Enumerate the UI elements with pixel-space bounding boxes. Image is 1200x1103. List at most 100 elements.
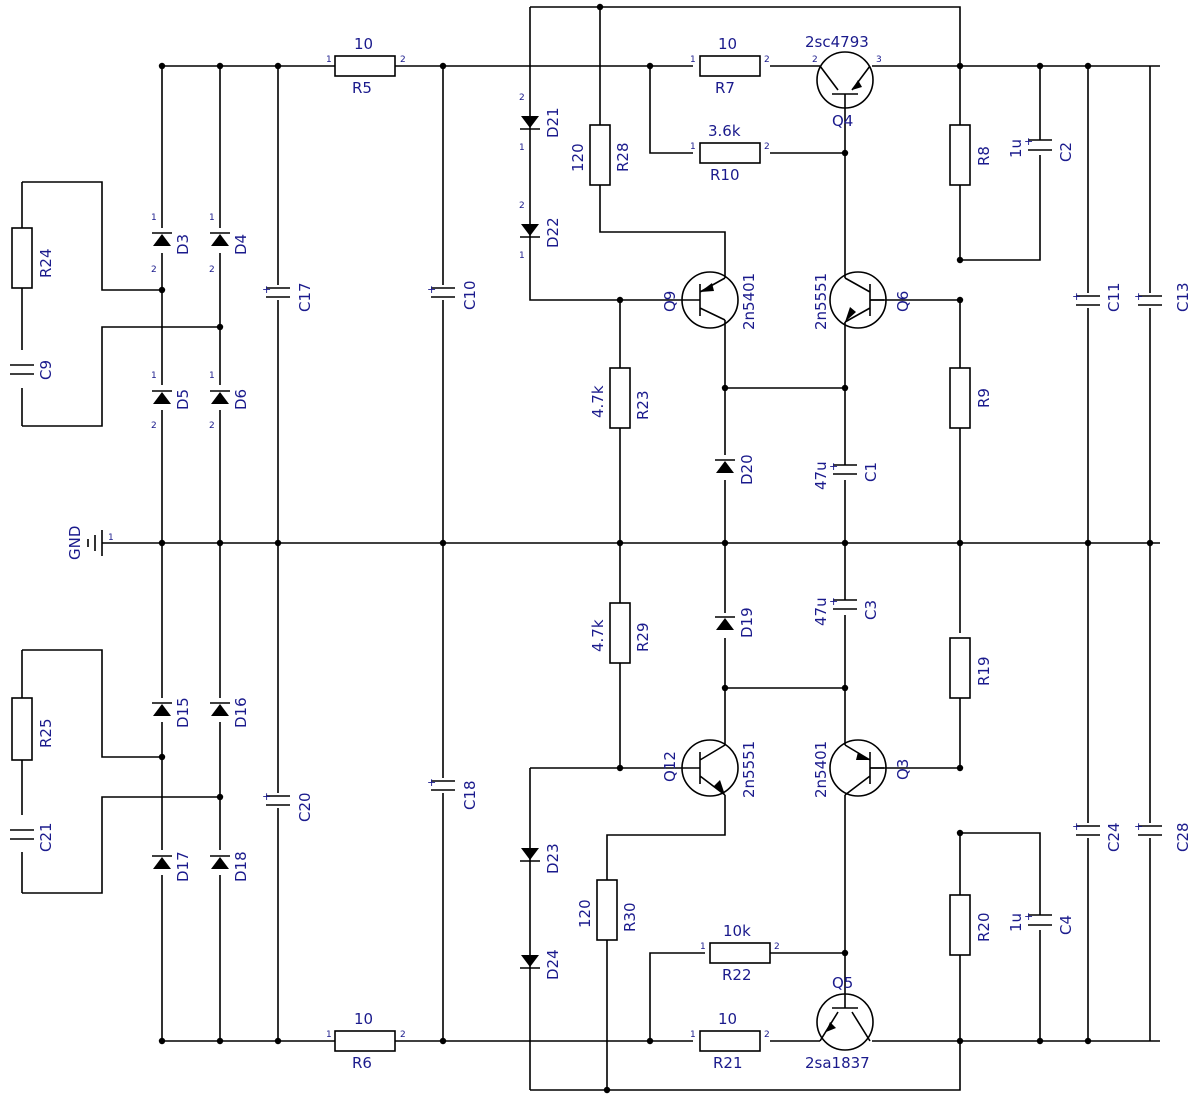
diode-ref: D18 — [232, 851, 250, 882]
diode-ref: D6 — [232, 389, 250, 410]
resistor-value: 4.7k — [589, 385, 607, 418]
capacitor-value: 47u — [812, 461, 830, 490]
pin-label: 1 — [700, 942, 706, 952]
resistor-R21: 10 R21 1 2 — [690, 1010, 770, 1072]
transistor-ref: Q12 — [661, 751, 679, 782]
pin-label: 2 — [209, 265, 215, 275]
resistor-R29: 4.7k R29 — [589, 602, 652, 664]
diode-D24: D24 — [520, 949, 562, 980]
pin-label: 2 — [774, 942, 780, 952]
polarity-mark: + — [1072, 290, 1081, 303]
pin-label: 2 — [764, 1030, 770, 1040]
transistor-part: 2sc4793 — [805, 33, 869, 51]
resistor-ref: R5 — [352, 79, 372, 97]
diode-ref: D20 — [738, 454, 756, 485]
capacitor-ref: C10 — [461, 280, 479, 310]
diode-D20: D20 — [715, 454, 756, 485]
transistor-ref: Q4 — [832, 112, 853, 130]
pin-label: 2 — [764, 55, 770, 65]
pin-label: 1 — [690, 55, 696, 65]
capacitor-ref: C21 — [37, 822, 55, 852]
pin-label: 2 — [400, 1030, 406, 1040]
diode-D3: D3 — [152, 232, 192, 255]
resistor-ref: R20 — [975, 912, 993, 942]
pin-label: 2 — [400, 55, 406, 65]
transistor-part: 2n5401 — [812, 741, 830, 798]
polarity-mark: + — [1134, 820, 1143, 833]
polarity-mark: + — [427, 776, 436, 789]
resistor-value: 10 — [354, 1010, 373, 1028]
capacitor-ref: C24 — [1105, 822, 1123, 852]
diode-D15: D15 — [152, 697, 192, 728]
pin-label: 3 — [876, 55, 882, 65]
transistor-Q5: Q5 2sa1837 — [805, 974, 874, 1072]
resistor-R25: R25 — [11, 697, 55, 761]
capacitor-ref: C20 — [296, 792, 314, 822]
ground-symbol: GND 1 — [66, 526, 118, 560]
pin-label: 1 — [690, 142, 696, 152]
diode-D5: D5 — [152, 389, 192, 410]
polarity-mark: + — [262, 790, 271, 803]
pin-label: 1 — [209, 213, 215, 223]
resistor-value: 120 — [569, 143, 587, 172]
diode-D4: D4 — [210, 232, 250, 255]
pin-label: 1 — [519, 143, 525, 153]
resistor-R30: 120 R30 — [576, 879, 639, 941]
resistor-R22: 10k R22 1 2 — [700, 922, 780, 984]
resistor-R23: 4.7k R23 — [589, 367, 652, 429]
pin-label: 1 — [326, 1030, 332, 1040]
polarity-mark: + — [1024, 135, 1033, 148]
resistor-ref: R8 — [975, 146, 993, 166]
pin-annotations: 1 2 1 2 1 2 1 2 1 2 1 2 3 2 + + + + + + … — [151, 55, 1143, 923]
capacitor-ref: C4 — [1057, 915, 1075, 935]
capacitor-C9: C9 — [10, 360, 55, 380]
resistor-R6: 10 R6 1 2 — [326, 1010, 406, 1072]
diode-ref: D17 — [174, 851, 192, 882]
pin-label: 2 — [519, 93, 525, 103]
pin-label: 2 — [812, 55, 818, 65]
resistor-R19: R19 — [949, 637, 993, 699]
resistor-R28: 120 R28 — [569, 124, 632, 186]
resistor-value: 120 — [576, 899, 594, 928]
resistor-value: 3.6k — [708, 122, 741, 140]
polarity-mark: + — [1072, 820, 1081, 833]
capacitor-ref: C13 — [1174, 282, 1192, 312]
capacitor-ref: C1 — [862, 462, 880, 482]
capacitor-ref: C17 — [296, 282, 314, 312]
transistor-part: 2n5551 — [812, 273, 830, 330]
polarity-mark: + — [1024, 910, 1033, 923]
capacitor-C11: C11 — [1076, 282, 1123, 312]
polarity-mark: + — [829, 595, 838, 608]
pin-label: 1 — [690, 1030, 696, 1040]
diode-ref: D22 — [544, 217, 562, 248]
transistor-Q4: 2sc4793 Q4 — [805, 33, 874, 130]
diode-ref: D21 — [544, 107, 562, 138]
diode-ref: D4 — [232, 234, 250, 255]
diode-ref: D23 — [544, 843, 562, 874]
capacitor-C13: C13 — [1138, 282, 1192, 312]
capacitor-C10: C10 — [431, 280, 479, 310]
resistor-ref: R25 — [37, 718, 55, 748]
transistor-ref: Q6 — [894, 291, 912, 312]
capacitor-ref: C11 — [1105, 282, 1123, 312]
diode-ref: D24 — [544, 949, 562, 980]
resistor-ref: R23 — [634, 390, 652, 420]
ground-pin: 1 — [108, 533, 114, 543]
capacitor-ref: C2 — [1057, 142, 1075, 162]
diode-D23: D23 — [520, 843, 562, 874]
resistor-ref: R29 — [634, 622, 652, 652]
capacitor-ref: C3 — [862, 600, 880, 620]
resistor-ref: R28 — [614, 142, 632, 172]
resistor-ref: R24 — [37, 248, 55, 278]
transistor-Q3: 2n5401 Q3 — [812, 739, 912, 798]
transistor-part: 2sa1837 — [805, 1054, 870, 1072]
polarity-mark: + — [829, 460, 838, 473]
resistor-value: 10 — [718, 35, 737, 53]
junction-dots — [158, 3, 1154, 1094]
resistor-value: 10 — [354, 35, 373, 53]
capacitor-ref: C9 — [37, 360, 55, 380]
resistor-ref: R19 — [975, 656, 993, 686]
resistor-value: 4.7k — [589, 619, 607, 652]
polarity-mark: + — [262, 283, 271, 296]
